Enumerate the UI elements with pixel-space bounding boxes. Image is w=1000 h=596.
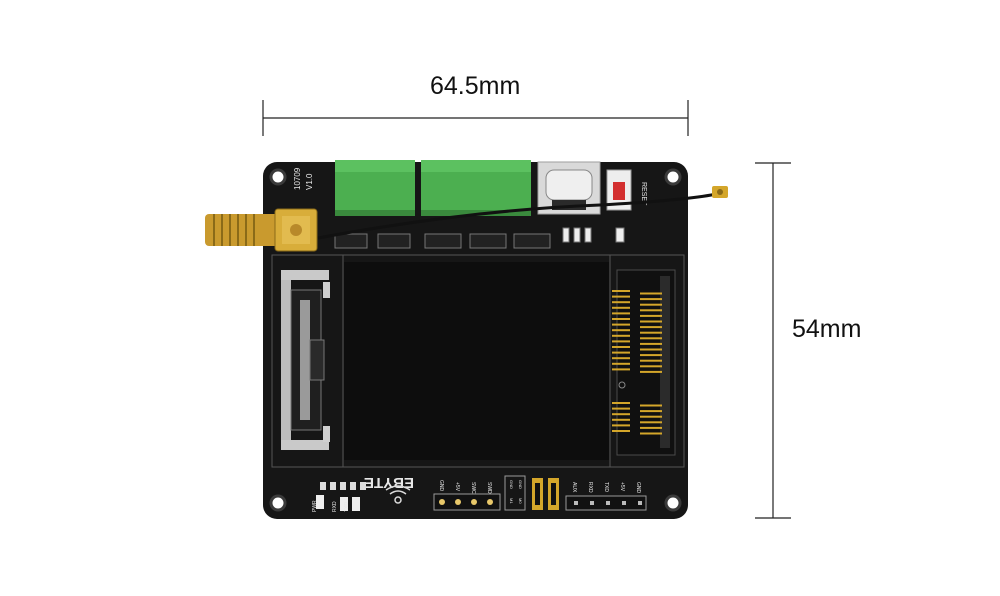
pcie-pin [640, 410, 662, 413]
pcie-pin [640, 303, 662, 306]
pcie-pin [640, 421, 662, 424]
pcie-pin [612, 362, 630, 365]
reset-label: RESET [640, 182, 647, 206]
led-label-rxd: RXD [332, 501, 338, 512]
width-dimension-line [262, 100, 689, 136]
pcie-pin [612, 430, 630, 432]
pcie-pin [640, 354, 662, 357]
pcie-pin [612, 329, 630, 332]
swd-pin-5v: +5V [454, 482, 460, 492]
height-dimension-line [755, 162, 791, 519]
pcie-slot [612, 269, 676, 456]
pcie-pin [640, 320, 662, 323]
pcie-pin [640, 292, 662, 295]
pcie-pin [640, 359, 662, 362]
uart-pin-aux: AUX [571, 482, 577, 493]
pcie-pin [612, 295, 630, 298]
pcie-pin [612, 351, 630, 354]
led-label-pwr: PWR [312, 500, 318, 512]
ipex-connector [712, 186, 728, 198]
uart-pin-gnd: GND [635, 482, 641, 494]
height-dimension-label: 54mm [792, 315, 862, 343]
pcie-pin [640, 415, 662, 418]
jumpers[interactable] [532, 478, 559, 510]
pcie-pin [640, 348, 662, 351]
pcie-pin [612, 340, 630, 343]
pcie-pin [612, 306, 630, 309]
uart-pin-txd: TXD [603, 482, 609, 492]
mode-pin-m1: M1 [509, 498, 514, 504]
pcie-pin [612, 413, 630, 416]
uart-pin-5v: +5V [619, 482, 625, 492]
pcie-pin [612, 318, 630, 320]
swd-pin-swd: SWD [486, 482, 492, 494]
pcie-pin [640, 432, 662, 435]
pcie-pin [612, 418, 630, 421]
swd-pin-swc: SWC [470, 482, 476, 494]
terminal-blocks [335, 160, 531, 216]
pcie-pin [640, 337, 662, 340]
uart-pin-rxd: RXD [587, 482, 593, 493]
pcie-pin [640, 326, 662, 329]
pcie-pin [612, 368, 630, 371]
card-latch [281, 270, 330, 450]
pcie-pin [612, 407, 630, 410]
pcie-pin [640, 370, 662, 373]
module-outline [271, 254, 685, 468]
module-area [344, 262, 609, 460]
version-label: V1.0 [305, 173, 314, 190]
part-number-label: 10709 [293, 167, 302, 190]
antenna-cable [317, 191, 723, 240]
mode-pin-gnd-2: GND [518, 480, 523, 489]
mounting-holes [269, 168, 682, 512]
mode-pin-gnd-1: GND [509, 480, 514, 489]
pcie-pin [640, 298, 662, 301]
mode-pin-m0: M0 [518, 498, 523, 504]
pcie-pin [612, 312, 630, 315]
swd-pin-gnd: GND [438, 480, 444, 492]
led-label-txd: TXD [344, 502, 350, 512]
pcie-pin [612, 334, 630, 337]
sma-connector [205, 208, 318, 252]
pcie-pin [612, 301, 630, 304]
status-leds [316, 482, 366, 511]
pcie-pin [612, 402, 630, 404]
pcie-pin [640, 309, 662, 312]
wireless-icon [385, 485, 411, 504]
mode-pin-box [504, 475, 526, 511]
smd-components [334, 227, 625, 249]
pcie-pin [640, 342, 662, 345]
pcie-pin [612, 290, 630, 292]
pcie-pin [640, 426, 662, 429]
pcie-pin [640, 365, 662, 368]
pcie-pin [612, 357, 630, 360]
pcie-pin [640, 331, 662, 334]
pcie-pin [612, 424, 630, 427]
uart-header [565, 495, 647, 511]
pcie-pin [612, 346, 630, 348]
pcie-pin [640, 314, 662, 317]
width-dimension-label: 64.5mm [430, 72, 521, 100]
swd-header [433, 493, 501, 511]
pcie-pin [612, 323, 630, 326]
pcie-pin [640, 404, 662, 407]
